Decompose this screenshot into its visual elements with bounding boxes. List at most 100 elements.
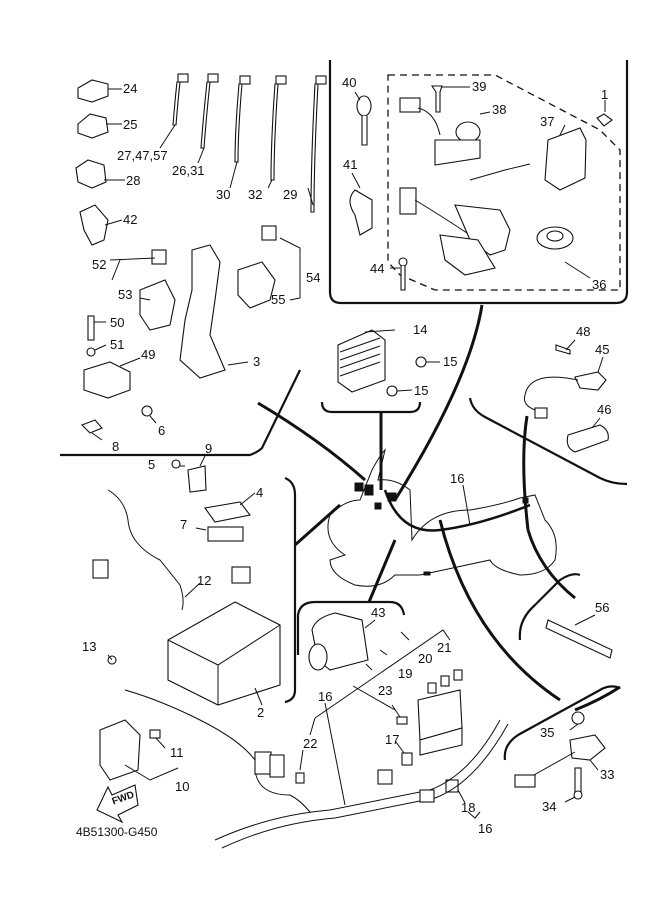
callout-7: 7 (180, 517, 188, 532)
left-panel-border (60, 369, 301, 457)
callout-19: 19 (398, 666, 413, 681)
callout-54: 54 (306, 270, 321, 285)
cable-tie-32 (270, 75, 287, 181)
callout-51: 51 (110, 337, 125, 352)
callout-55: 55 (271, 292, 286, 307)
callout-33: 33 (600, 767, 615, 782)
lead-ignition (393, 304, 484, 501)
callout-13: 13 (82, 639, 97, 654)
bracket-3 (179, 244, 226, 379)
terminal-4 (204, 501, 251, 523)
connector-battery-right (231, 566, 251, 584)
horn-43 (308, 612, 369, 671)
relay-54 (261, 225, 277, 241)
callout-28: 28 (126, 173, 141, 188)
lead-tube (526, 529, 576, 600)
callout-20: 20 (418, 651, 433, 666)
callout-53: 53 (118, 287, 133, 302)
callout-41: 41 (343, 157, 358, 172)
clamp-42 (79, 204, 109, 246)
lead-left-panel (257, 401, 366, 482)
callout-15-lower: 15 (414, 383, 429, 398)
bolt-15b (386, 385, 398, 397)
clamp-25 (77, 113, 109, 139)
lead-signal (522, 415, 530, 531)
key-40 (356, 95, 372, 146)
callout-26-31: 26,31 (172, 163, 205, 178)
signal-panel-border (468, 397, 628, 486)
fuse-20 (440, 675, 450, 687)
callout-50: 50 (110, 315, 125, 330)
starter-relay-10 (99, 719, 141, 781)
screw-44 (398, 257, 408, 291)
ignition-panel-border (328, 60, 629, 305)
callout-22: 22 (303, 736, 318, 751)
callout-27-47-57: 27,47,57 (117, 148, 168, 163)
callout-16-harness: 16 (318, 689, 333, 704)
callout-34: 34 (542, 799, 557, 814)
connector-signal (534, 407, 548, 419)
fuse-box (417, 689, 463, 756)
fuel-cap (536, 226, 574, 250)
battery-panel-border (284, 476, 297, 704)
callout-52: 52 (92, 257, 107, 272)
bolt-6 (141, 405, 153, 417)
wire-harness-16-lower (221, 723, 509, 849)
lead-fusebox (438, 519, 561, 702)
callout-16-bottom: 16 (478, 821, 493, 836)
connector-battery-left (92, 559, 109, 579)
lead-battery (294, 503, 341, 547)
callout-39: 39 (472, 79, 487, 94)
callout-9: 9 (205, 441, 213, 456)
clip-8 (81, 419, 103, 434)
clamp-24 (77, 79, 109, 103)
callout-8: 8 (112, 439, 120, 454)
battery-cable (107, 489, 184, 611)
sensor-panel-border (503, 685, 621, 761)
wire-harness-16 (214, 719, 501, 841)
sensor-49 (83, 361, 131, 399)
callout-32: 32 (248, 187, 263, 202)
starter-cable (124, 689, 256, 761)
lead-horn (367, 539, 397, 603)
callout-30: 30 (216, 187, 231, 202)
callout-17: 17 (385, 732, 400, 747)
callout-18: 18 (461, 800, 476, 815)
main-switch-38 (399, 97, 481, 166)
regulator-panel-border (320, 401, 422, 414)
bolt-15a (415, 356, 427, 368)
callout-37: 37 (540, 114, 555, 129)
bracket-9 (187, 465, 207, 493)
connector-18 (445, 779, 459, 793)
callout-44: 44 (370, 261, 385, 276)
callout-29: 29 (283, 187, 298, 202)
lead-sensor (574, 685, 621, 712)
relay-55 (237, 261, 276, 309)
callout-43: 43 (371, 605, 386, 620)
fuse-23 (396, 716, 408, 725)
connector-harness-d (419, 789, 435, 803)
fuse-17 (401, 752, 413, 766)
fuse-22 (295, 772, 305, 784)
clamp-41 (349, 189, 373, 236)
callout-14: 14 (413, 322, 428, 337)
cover-46 (566, 424, 609, 453)
callout-4: 4 (256, 485, 264, 500)
bolt-34 (573, 767, 583, 800)
callout-56: 56 (595, 600, 610, 615)
callout-24: 24 (123, 81, 138, 96)
seat-lock-37 (544, 127, 587, 191)
motorcycle-silhouette (327, 448, 557, 587)
callout-48: 48 (576, 324, 591, 339)
callout-12: 12 (197, 573, 212, 588)
fuse-21 (453, 669, 463, 681)
cover-7 (207, 526, 244, 542)
battery-2 (167, 601, 281, 706)
callout-21: 21 (437, 640, 452, 655)
screw-48 (555, 344, 571, 355)
washer-51 (86, 347, 96, 357)
rectifier-regulator-14 (337, 329, 386, 393)
callout-15-upper: 15 (443, 354, 458, 369)
